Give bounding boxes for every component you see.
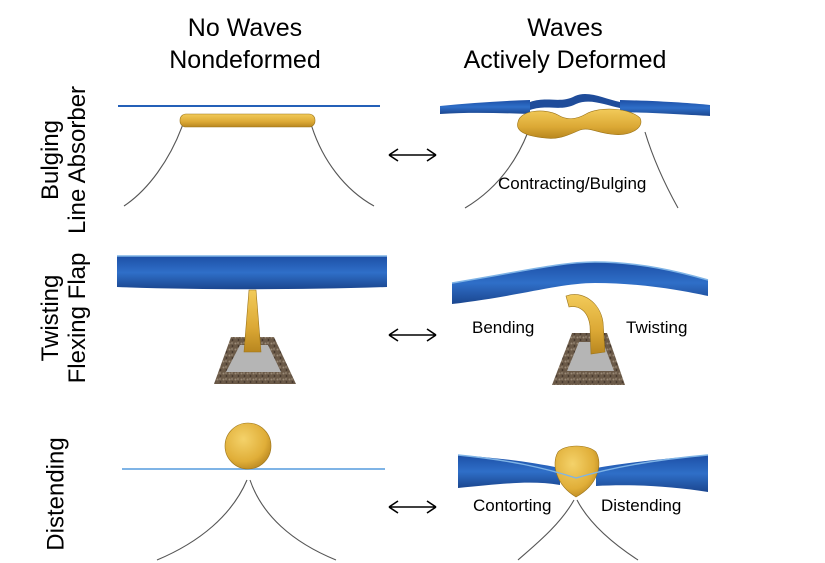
seabed-pad xyxy=(226,345,281,372)
label-contracting-bulging: Contracting/Bulging xyxy=(498,174,647,193)
tether-left xyxy=(123,123,184,207)
label-bending: Bending xyxy=(472,318,535,337)
bent-flap xyxy=(565,294,606,355)
label-contorting: Contorting xyxy=(473,496,552,515)
row1-right-panel xyxy=(440,93,710,209)
wave-crest xyxy=(530,93,620,110)
bulging-absorber xyxy=(517,108,642,139)
header-right-line-1: Waves xyxy=(527,14,603,42)
distending-bladder xyxy=(224,422,272,470)
header-right-line-2: Actively Deformed xyxy=(463,46,667,74)
wave-surface xyxy=(117,256,387,290)
double-arrow-icon xyxy=(388,148,437,162)
tether-left xyxy=(517,499,575,561)
label-distending: Distending xyxy=(601,496,682,515)
tether-right xyxy=(249,479,337,561)
header-left-line-2: Nondeformed xyxy=(169,46,321,74)
line-absorber-tube xyxy=(179,113,316,128)
wave-surface xyxy=(620,100,710,116)
tether-right xyxy=(310,123,375,207)
double-arrow-icon xyxy=(388,500,437,514)
label-twisting: Twisting xyxy=(626,318,688,337)
distending-bladder xyxy=(554,445,600,498)
tether-left xyxy=(464,131,529,209)
flap xyxy=(243,289,262,353)
row2-right-panel xyxy=(451,261,709,385)
tether-right xyxy=(576,499,639,561)
row2-left-panel xyxy=(117,255,387,384)
wave-surface xyxy=(440,100,530,114)
row1-left-panel xyxy=(118,105,380,207)
header-waves: Waves Actively Deformed xyxy=(430,12,700,76)
tether-right xyxy=(644,131,679,209)
wave-surface-edge xyxy=(451,261,709,284)
header-no-waves: No Waves Nondeformed xyxy=(150,12,340,76)
wave-surface xyxy=(458,455,560,488)
tether-left xyxy=(156,479,248,561)
row3-left-panel xyxy=(122,422,385,561)
wave-surface xyxy=(118,105,380,107)
double-arrow-icon xyxy=(388,328,437,342)
wave-surface xyxy=(596,455,708,492)
row3-right-panel xyxy=(457,445,709,561)
header-left-line-1: No Waves xyxy=(187,14,303,42)
wave-surface-edge xyxy=(457,454,709,479)
